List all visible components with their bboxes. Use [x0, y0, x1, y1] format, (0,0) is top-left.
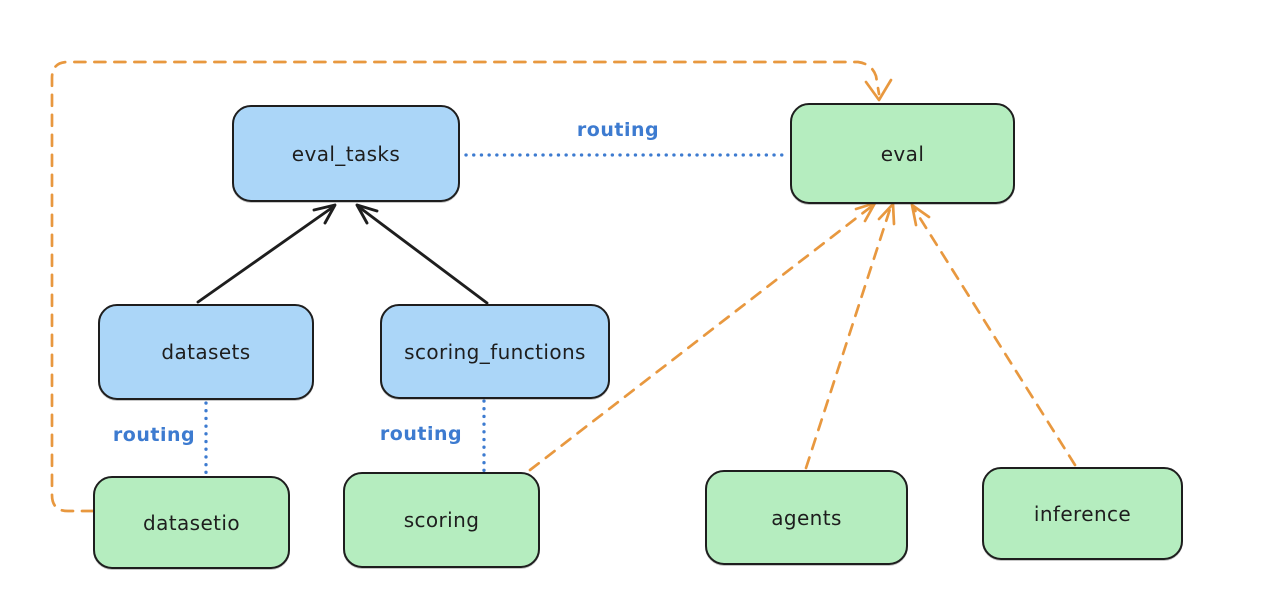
arrow-scoring-to-eval	[528, 204, 874, 472]
arrow-agents-to-eval	[804, 204, 893, 470]
routing-edges	[204, 153, 788, 475]
node-inference-label: inference	[1033, 501, 1132, 526]
routing-label-mid: routing	[379, 423, 463, 445]
node-agents: agents	[705, 470, 908, 565]
arrowhead-datasetio-to-eval-loop	[864, 78, 893, 102]
black-arrows	[196, 203, 489, 305]
node-datasets: datasets	[98, 304, 314, 400]
node-scoring-label: scoring	[403, 508, 480, 532]
node-eval-tasks: eval_tasks	[232, 105, 460, 202]
node-datasetio: datasetio	[93, 476, 290, 569]
node-datasetio-label: datasetio	[142, 510, 240, 535]
node-scoring: scoring	[343, 472, 540, 568]
arrowhead-scoringfunctions-to-evaltasks	[355, 203, 379, 225]
arrowhead-datasets-to-evaltasks	[312, 203, 337, 225]
arrow-inference-to-eval	[911, 205, 1077, 467]
node-inference: inference	[982, 467, 1183, 560]
routing-label-left: routing	[112, 424, 196, 446]
arrowhead-inference-to-eval	[910, 203, 931, 227]
orange-arrows	[50, 60, 1077, 513]
node-datasets-label: datasets	[161, 340, 251, 364]
node-eval-tasks-label: eval_tasks	[291, 141, 401, 166]
node-scoring-functions-label: scoring_functions	[404, 339, 586, 364]
arrowhead-agents-to-eval	[877, 202, 896, 226]
node-eval-label: eval	[880, 141, 925, 166]
arrow-scoringfunctions-to-evaltasks	[357, 205, 489, 305]
node-eval: eval	[790, 103, 1015, 204]
arrow-datasetio-to-eval-loop	[50, 60, 881, 513]
arrow-datasets-to-evaltasks	[196, 205, 335, 304]
node-scoring-functions: scoring_functions	[380, 304, 610, 399]
node-agents-label: agents	[771, 505, 842, 530]
routing-label-top: routing	[576, 119, 660, 141]
